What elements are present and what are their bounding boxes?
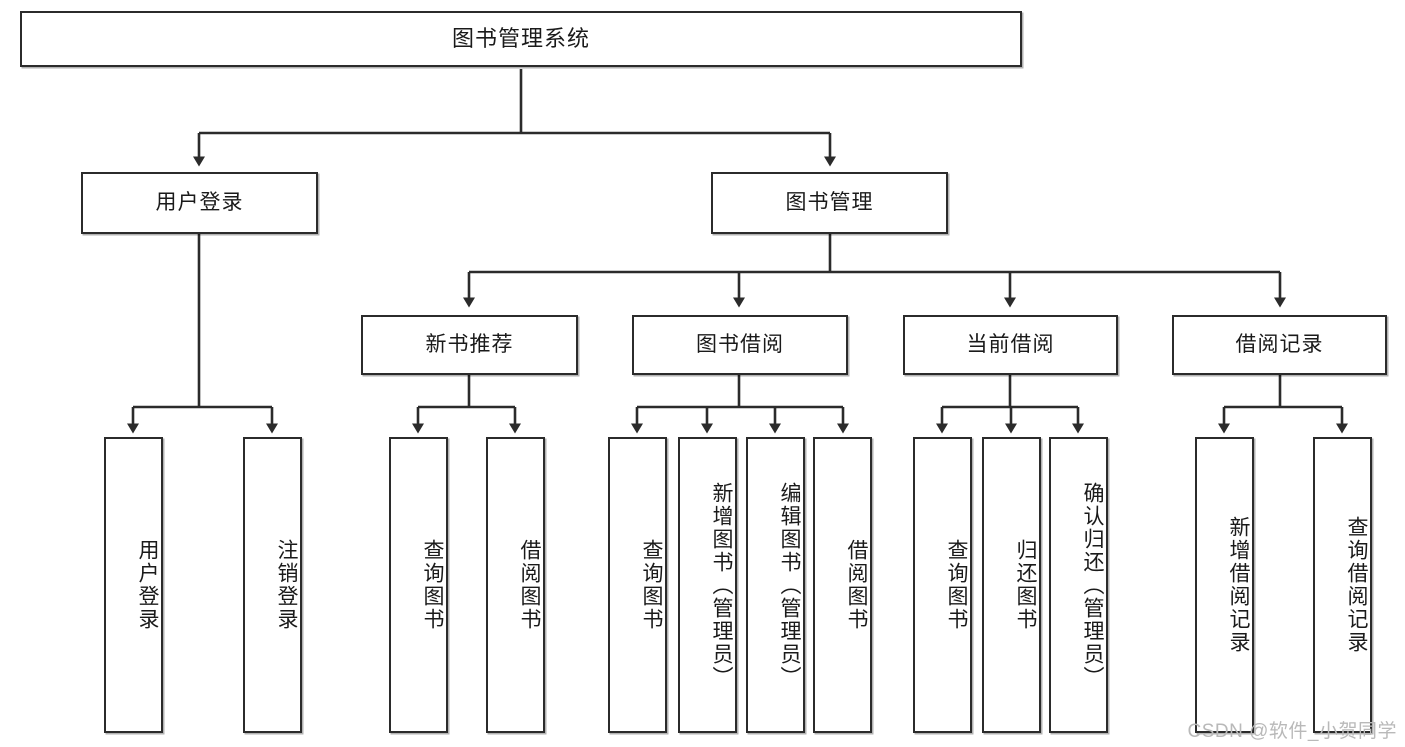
- node-leaf-record-query-record[interactable]: 查询借阅记录: [1313, 437, 1372, 733]
- node-leaf-user-login-login[interactable]: 用户登录: [104, 437, 163, 733]
- node-leaf-record-add-record[interactable]: 新增借阅记录: [1195, 437, 1254, 733]
- node-label: 图书管理: [785, 191, 874, 215]
- node-label: 新增借阅记录: [1227, 516, 1250, 654]
- node-label: 新增图书（管理员）: [710, 481, 733, 689]
- node-book-borrow[interactable]: 图书借阅: [632, 315, 848, 375]
- node-label: 借阅图书: [845, 539, 868, 631]
- node-label: 借阅图书: [518, 539, 541, 631]
- watermark: CSDN @软件_小贺同学: [1187, 721, 1397, 742]
- node-label: 查询图书: [945, 539, 968, 631]
- node-leaf-current-confirm-return[interactable]: 确认归还（管理员）: [1049, 437, 1108, 733]
- node-label: 确认归还（管理员）: [1081, 481, 1104, 689]
- node-label: 查询图书: [640, 539, 663, 631]
- node-new-book-recommend[interactable]: 新书推荐: [361, 315, 578, 375]
- node-label: 查询借阅记录: [1345, 516, 1368, 654]
- node-label: 查询图书: [421, 539, 444, 631]
- node-book-management[interactable]: 图书管理: [711, 172, 948, 234]
- node-user-login[interactable]: 用户登录: [81, 172, 318, 234]
- node-leaf-borrow-query-book[interactable]: 查询图书: [608, 437, 667, 733]
- node-label: 当前借阅: [966, 333, 1055, 357]
- node-leaf-recommend-borrow-book[interactable]: 借阅图书: [486, 437, 545, 733]
- node-borrow-record[interactable]: 借阅记录: [1172, 315, 1387, 375]
- node-label: 用户登录: [136, 539, 159, 631]
- node-leaf-borrow-borrow-book[interactable]: 借阅图书: [813, 437, 872, 733]
- node-leaf-borrow-edit-book[interactable]: 编辑图书（管理员）: [746, 437, 805, 733]
- node-label: 借阅记录: [1235, 333, 1324, 357]
- node-leaf-borrow-add-book[interactable]: 新增图书（管理员）: [678, 437, 737, 733]
- node-label: 归还图书: [1014, 539, 1037, 631]
- node-label: 图书管理系统: [451, 25, 590, 51]
- node-label: 用户登录: [155, 191, 244, 215]
- node-leaf-current-return-book[interactable]: 归还图书: [982, 437, 1041, 733]
- node-leaf-current-query-book[interactable]: 查询图书: [913, 437, 972, 733]
- node-label: 注销登录: [275, 539, 298, 631]
- node-leaf-user-login-logout[interactable]: 注销登录: [243, 437, 302, 733]
- node-label: 新书推荐: [425, 333, 514, 357]
- node-current-borrow[interactable]: 当前借阅: [903, 315, 1118, 375]
- node-label: 图书借阅: [696, 333, 784, 357]
- node-leaf-recommend-query-book[interactable]: 查询图书: [389, 437, 448, 733]
- node-root-system[interactable]: 图书管理系统: [20, 11, 1022, 67]
- node-label: 编辑图书（管理员）: [778, 481, 801, 689]
